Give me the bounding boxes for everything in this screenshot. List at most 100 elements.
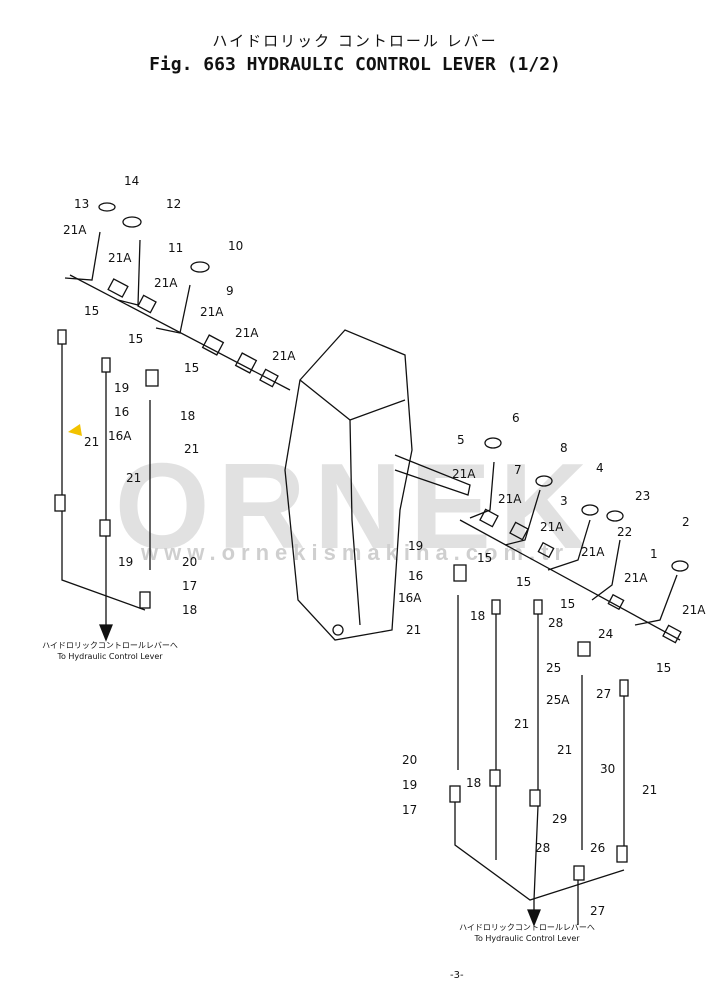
note-right-en: To Hydraulic Control Lever xyxy=(474,934,580,943)
label-19: 19 xyxy=(402,778,417,792)
label-15: 15 xyxy=(184,361,199,375)
label-18: 18 xyxy=(466,776,481,790)
label-18: 18 xyxy=(470,609,485,623)
cap-4 xyxy=(581,504,599,516)
lever-9 xyxy=(155,284,191,334)
cap-8 xyxy=(535,475,553,487)
label-24: 24 xyxy=(598,627,613,641)
label-21: 21 xyxy=(84,435,99,449)
label-21a: 21A xyxy=(235,326,259,340)
cap-12 xyxy=(122,216,142,228)
note-right: ハイドロリックコントロールレバーへ To Hydraulic Control L… xyxy=(432,922,622,944)
label-19: 19 xyxy=(114,381,129,395)
label-21: 21 xyxy=(557,743,572,757)
label-2: 2 xyxy=(682,515,690,529)
lever-13 xyxy=(64,231,101,281)
label-19: 19 xyxy=(118,555,133,569)
label-15: 15 xyxy=(560,597,575,611)
label-3: 3 xyxy=(560,494,568,508)
label-1: 1 xyxy=(650,547,658,561)
label-21a: 21A xyxy=(581,545,605,559)
label-7: 7 xyxy=(514,463,522,477)
console-housing xyxy=(284,329,413,641)
label-21: 21 xyxy=(642,783,657,797)
label-16a: 16A xyxy=(398,591,422,605)
label-30: 30 xyxy=(600,762,615,776)
label-21: 21 xyxy=(184,442,199,456)
label-29: 29 xyxy=(552,812,567,826)
label-11: 11 xyxy=(168,241,183,255)
lever-3 xyxy=(547,519,591,571)
lever-22 xyxy=(591,539,621,601)
label-14: 14 xyxy=(124,174,139,188)
lever-1 xyxy=(634,574,678,626)
console-shaft xyxy=(394,454,471,496)
label-21a: 21A xyxy=(498,492,522,506)
label-13: 13 xyxy=(74,197,89,211)
label-8: 8 xyxy=(560,441,568,455)
label-28: 28 xyxy=(535,841,550,855)
accent-mark xyxy=(68,424,82,436)
label-15: 15 xyxy=(477,551,492,565)
label-15: 15 xyxy=(84,304,99,318)
label-18: 18 xyxy=(182,603,197,617)
right-shaft xyxy=(459,519,681,641)
label-28: 28 xyxy=(548,616,563,630)
lever-11 xyxy=(117,239,141,306)
label-21a: 21A xyxy=(63,223,87,237)
cap-2 xyxy=(671,560,689,572)
lever-5 xyxy=(469,461,495,519)
label-27: 27 xyxy=(590,904,605,918)
note-left-en: To Hydraulic Control Lever xyxy=(57,652,163,661)
note-left-jp: ハイドロリックコントロールレバーへ xyxy=(42,641,178,650)
label-25a: 25A xyxy=(546,693,570,707)
label-17: 17 xyxy=(402,803,417,817)
label-17: 17 xyxy=(182,579,197,593)
label-19: 19 xyxy=(408,539,423,553)
cap-14 xyxy=(98,202,116,212)
label-21a: 21A xyxy=(682,603,706,617)
cap-23 xyxy=(606,510,624,522)
label-25: 25 xyxy=(546,661,561,675)
label-15: 15 xyxy=(656,661,671,675)
label-5: 5 xyxy=(457,433,465,447)
note-right-jp: ハイドロリックコントロールレバーへ xyxy=(459,923,595,932)
label-21: 21 xyxy=(514,717,529,731)
page-mark: -3- xyxy=(450,970,464,981)
label-21a: 21A xyxy=(154,276,178,290)
label-22: 22 xyxy=(617,525,632,539)
label-20: 20 xyxy=(402,753,417,767)
label-18: 18 xyxy=(180,409,195,423)
label-21a: 21A xyxy=(540,520,564,534)
label-21a: 21A xyxy=(108,251,132,265)
figure-title: Fig. 663 HYDRAULIC CONTROL LEVER (1/2) xyxy=(149,54,561,75)
label-20: 20 xyxy=(182,555,197,569)
label-21a: 21A xyxy=(200,305,224,319)
label-9: 9 xyxy=(226,284,234,298)
label-21: 21 xyxy=(406,623,421,637)
label-21a: 21A xyxy=(272,349,296,363)
label-16: 16 xyxy=(114,405,129,419)
label-6: 6 xyxy=(512,411,520,425)
label-21a: 21A xyxy=(624,571,648,585)
label-23: 23 xyxy=(635,489,650,503)
label-16a: 16A xyxy=(108,429,132,443)
label-27: 27 xyxy=(596,687,611,701)
label-4: 4 xyxy=(596,461,604,475)
cap-6 xyxy=(484,437,502,449)
label-16: 16 xyxy=(408,569,423,583)
label-15: 15 xyxy=(128,332,143,346)
cap-10 xyxy=(190,261,210,273)
lever-7 xyxy=(504,489,541,546)
label-15: 15 xyxy=(516,575,531,589)
label-10: 10 xyxy=(228,239,243,253)
label-12: 12 xyxy=(166,197,181,211)
title-japanese: ハイドロリック コントロール レバー xyxy=(212,32,498,50)
label-21a: 21A xyxy=(452,467,476,481)
note-left: ハイドロリックコントロールレバーへ To Hydraulic Control L… xyxy=(30,640,190,662)
watermark-url: www.ornekismakina.com.tr xyxy=(140,540,570,565)
label-26: 26 xyxy=(590,841,605,855)
label-21: 21 xyxy=(126,471,141,485)
